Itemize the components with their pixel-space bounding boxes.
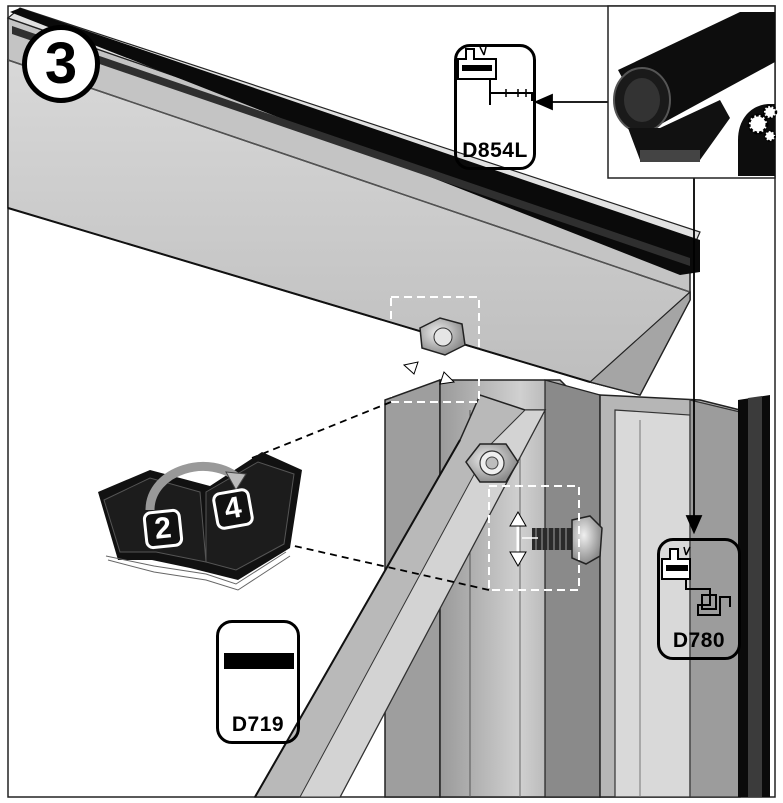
- detail-leader-lines: [251, 401, 490, 591]
- part-card-d719: D719: [216, 620, 300, 744]
- step-number-badge: 3: [22, 25, 100, 103]
- corner-profile-post: [599, 394, 770, 798]
- step-number: 3: [44, 31, 78, 96]
- manual-page-from: 2: [142, 508, 184, 550]
- gasket-callout: [607, 5, 778, 179]
- part-card-d854l: D854L: [454, 44, 536, 170]
- adjust-arrows-icon: [402, 361, 538, 568]
- sloped-roof-beam: [6, 7, 701, 396]
- adjust-detail-box-upper: [390, 296, 480, 403]
- adjust-detail-box-lower: [488, 485, 580, 591]
- upper-bolt: [419, 317, 466, 356]
- callout-leaders: [533, 93, 703, 535]
- part-code: D780: [672, 629, 726, 652]
- profile-icon: [661, 546, 731, 616]
- part-card-d780: D780: [657, 538, 741, 660]
- manual-page-to: 4: [210, 486, 256, 532]
- rubber-gasket-icon: [613, 12, 775, 162]
- gears-head-icon: [738, 104, 778, 176]
- bar-icon: [224, 653, 294, 669]
- brace-nut: [465, 443, 519, 483]
- part-code: D719: [231, 713, 285, 736]
- part-code: D854L: [462, 139, 528, 162]
